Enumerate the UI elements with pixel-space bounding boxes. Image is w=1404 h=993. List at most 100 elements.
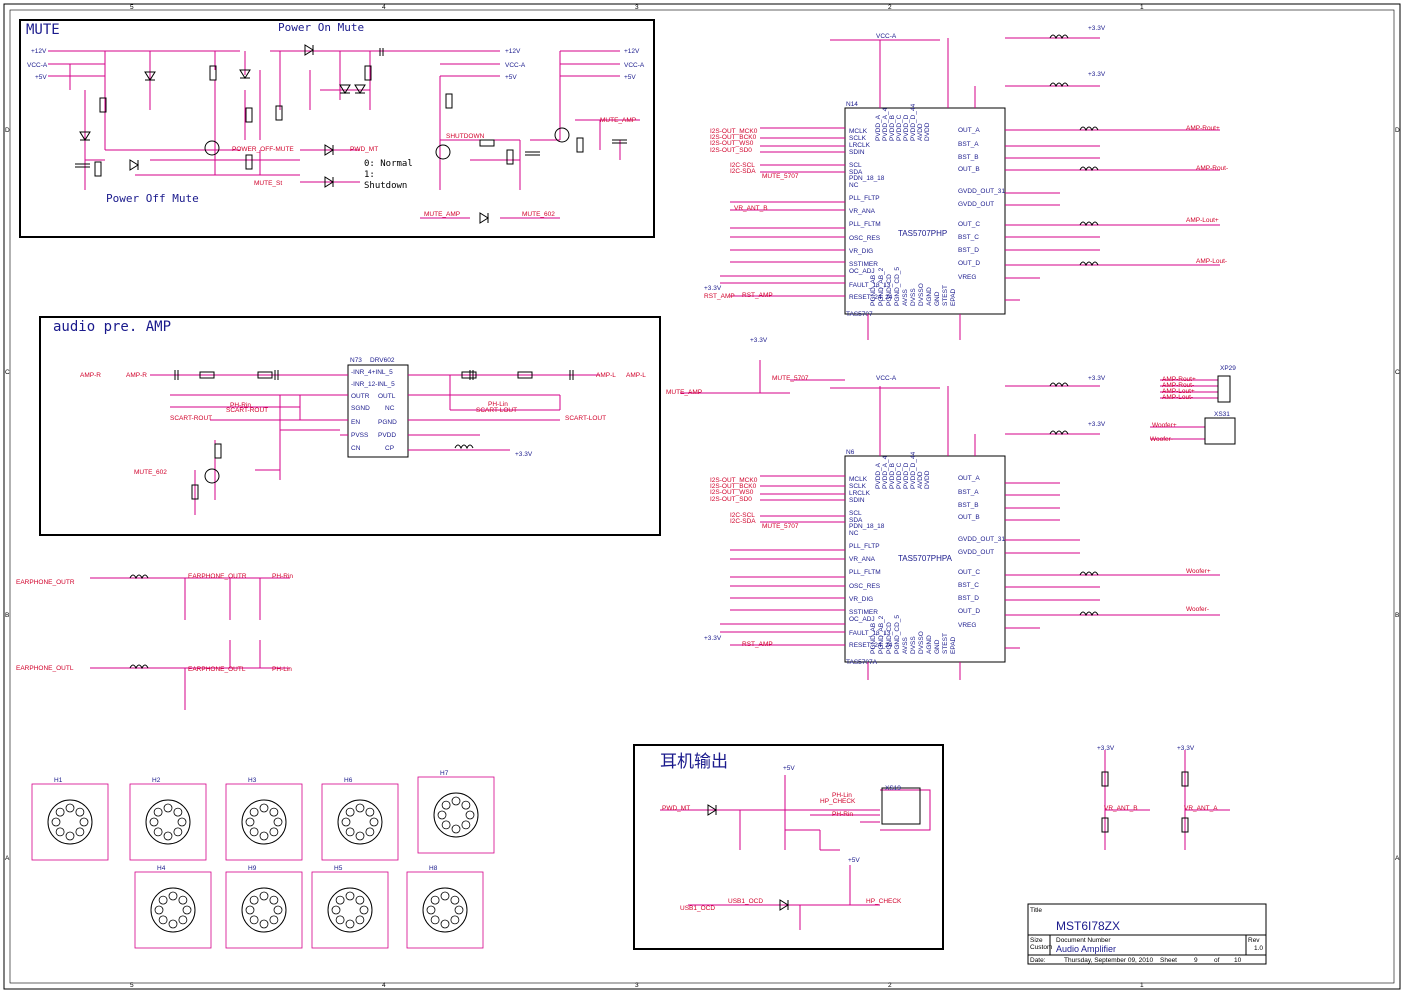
svg-text:OUT_D: OUT_D — [958, 260, 980, 267]
preamp-section-box — [39, 316, 661, 536]
svg-text:I2S-OUT_WS0: I2S-OUT_WS0 — [710, 489, 754, 496]
svg-text:PVDD_B: PVDD_B — [889, 115, 896, 141]
mounting-hole-h1: H1 — [31, 777, 109, 861]
svg-text:EARPHONE_OUTL: EARPHONE_OUTL — [188, 666, 246, 673]
amp-ic-n14: N14 TAS5707PHP TAS5707 — [844, 101, 1006, 318]
svg-text:Rev: Rev — [1248, 937, 1260, 944]
svg-text:OUT_A: OUT_A — [958, 127, 980, 134]
mounting-hole-h3: H3 — [225, 777, 303, 861]
svg-text:Date:: Date: — [1030, 957, 1046, 964]
svg-text:PVDD_A_4: PVDD_A_4 — [882, 455, 889, 489]
svg-text:MUTE_5707: MUTE_5707 — [762, 173, 799, 180]
svg-text:H5: H5 — [334, 865, 343, 872]
svg-text:GND: GND — [934, 639, 941, 654]
mounting-hole-h4: H4 — [134, 865, 212, 949]
svg-text:AMP-R: AMP-R — [80, 372, 101, 379]
svg-text:DRV602: DRV602 — [370, 357, 395, 364]
svg-text:I2S-OUT_WS0: I2S-OUT_WS0 — [710, 140, 754, 147]
mute-title: MUTE — [26, 22, 60, 38]
svg-text:DVSS: DVSS — [910, 288, 917, 306]
svg-text:BST_C: BST_C — [958, 234, 979, 241]
svg-text:SDA: SDA — [849, 517, 863, 524]
svg-text:SCLK: SCLK — [849, 135, 867, 142]
svg-text:OSC_RES: OSC_RES — [849, 235, 881, 242]
svg-text:PGND_CD: PGND_CD — [886, 274, 893, 306]
svg-text:+12V: +12V — [624, 48, 640, 55]
svg-text:Shutdown: Shutdown — [364, 181, 407, 191]
mounting-hole-h6: H6 — [321, 777, 399, 861]
svg-text:1:: 1: — [364, 170, 375, 180]
svg-text:I2S-OUT_MCK0: I2S-OUT_MCK0 — [710, 477, 758, 484]
svg-text:2: 2 — [888, 982, 892, 989]
svg-text:HP_CHECK: HP_CHECK — [820, 798, 856, 805]
svg-text:DVDD: DVDD — [924, 122, 931, 141]
xp29-connector: XP29 AMP-Rout+ AMP-Rout- AMP-Lout+ AMP-L… — [1150, 365, 1236, 445]
svg-text:+3.3V: +3.3V — [704, 635, 722, 642]
svg-text:I2S-OUT_SD0: I2S-OUT_SD0 — [710, 496, 752, 503]
svg-text:EARPHONE_OUTR: EARPHONE_OUTR — [188, 573, 247, 580]
svg-text:NC: NC — [849, 530, 859, 537]
svg-text:5: 5 — [130, 4, 134, 11]
svg-text:PLL_FLTP: PLL_FLTP — [849, 543, 880, 550]
svg-text:AMP-Rout+: AMP-Rout+ — [1162, 376, 1196, 383]
svg-text:1.0: 1.0 — [1254, 945, 1263, 952]
svg-text:PH-Lin: PH-Lin — [832, 792, 852, 799]
svg-text:AMP-Lout-: AMP-Lout- — [1196, 258, 1227, 265]
svg-text:1: 1 — [1140, 4, 1144, 11]
svg-text:-INR_12-INL_5: -INR_12-INL_5 — [351, 381, 395, 388]
svg-text:GVDD_OUT_31: GVDD_OUT_31 — [958, 536, 1005, 543]
svg-text:PVDD_C: PVDD_C — [896, 114, 903, 141]
svg-text:2: 2 — [888, 4, 892, 11]
svg-text:PVDD_D_44: PVDD_D_44 — [910, 103, 917, 141]
svg-text:+3.3V: +3.3V — [515, 451, 533, 458]
svg-text:AMP-R: AMP-R — [126, 372, 147, 379]
svg-text:SCART-ROUT: SCART-ROUT — [226, 407, 268, 414]
svg-text:PGND_AB: PGND_AB — [870, 275, 877, 306]
svg-text:OSC_RES: OSC_RES — [849, 583, 881, 590]
power-on-mute-title: Power On Mute — [278, 21, 364, 34]
svg-text:PGND_AB: PGND_AB — [870, 623, 877, 654]
svg-text:MCLK: MCLK — [849, 476, 868, 483]
svg-text:RESET_24_24: RESET_24_24 — [849, 294, 893, 301]
svg-text:MUTE_AMP: MUTE_AMP — [666, 389, 702, 396]
svg-text:OC_ADJ: OC_ADJ — [849, 616, 875, 623]
svg-text:PVDD_A: PVDD_A — [875, 114, 882, 141]
svg-text:B: B — [1395, 612, 1399, 619]
svg-text:PH-Rin: PH-Rin — [272, 573, 293, 580]
svg-text:PVDD_C: PVDD_C — [896, 462, 903, 489]
svg-text:1: 1 — [1140, 982, 1144, 989]
svg-text:N73: N73 — [350, 357, 362, 364]
svg-text:+5V: +5V — [783, 765, 795, 772]
svg-text:10: 10 — [1234, 957, 1242, 964]
svg-text:I2S-OUT_MCK0: I2S-OUT_MCK0 — [710, 128, 758, 135]
svg-text:4: 4 — [382, 982, 386, 989]
svg-text:I2C-SCL: I2C-SCL — [730, 162, 755, 169]
svg-text:H3: H3 — [248, 777, 257, 784]
svg-text:H1: H1 — [54, 777, 63, 784]
svg-text:FAULT_13_13: FAULT_13_13 — [849, 282, 891, 289]
svg-text:AMP-L: AMP-L — [596, 372, 616, 379]
svg-text:STEST: STEST — [942, 633, 949, 654]
svg-text:GND: GND — [934, 291, 941, 306]
svg-text:H4: H4 — [157, 865, 166, 872]
svg-text:B: B — [5, 612, 9, 619]
svg-text:SCART-LOUT: SCART-LOUT — [565, 415, 606, 422]
svg-text:3: 3 — [635, 4, 639, 11]
preamp-parts — [174, 370, 574, 500]
svg-text:+12V: +12V — [31, 48, 47, 55]
svg-text:SDIN: SDIN — [849, 497, 865, 504]
svg-text:H7: H7 — [440, 770, 449, 777]
svg-text:MCLK: MCLK — [849, 128, 868, 135]
svg-text:MUTE_St: MUTE_St — [254, 180, 282, 187]
svg-text:BST_A: BST_A — [958, 141, 979, 148]
svg-text:Sheet: Sheet — [1160, 957, 1177, 964]
mute-diodes — [79, 44, 489, 224]
svg-text:Woofer+: Woofer+ — [1152, 422, 1177, 429]
svg-text:DVSSO: DVSSO — [918, 631, 925, 654]
drv602-ic: N73 DRV602 -INR_4+INL_5 -INR_12-INL_5 OU… — [347, 357, 409, 458]
earphone-title: 耳机输出 — [660, 752, 728, 772]
frame-row-labels: D C B A D C B A — [5, 127, 1400, 862]
svg-text:+3.3V: +3.3V — [1088, 25, 1106, 32]
svg-text:VR_ANT_B: VR_ANT_B — [1104, 805, 1138, 812]
svg-text:PWD_MT: PWD_MT — [350, 146, 378, 153]
